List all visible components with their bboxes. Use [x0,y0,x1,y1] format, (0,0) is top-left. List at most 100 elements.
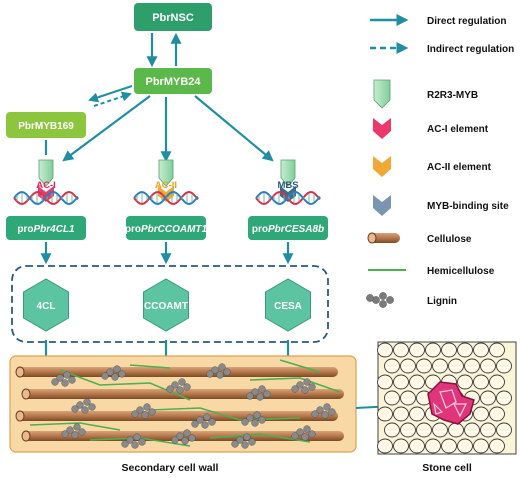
lignin-dot [61,379,69,387]
lignin-dot [206,370,214,378]
enzyme-cesa: CESA [264,278,312,332]
parenchyma-cell [441,438,457,454]
parenchyma-cell [409,406,425,422]
element-label: AC-I [36,180,56,191]
lignin-dot [201,421,209,429]
lignin-dot [258,416,266,424]
cellulose-icon [367,232,400,244]
parenchyma-cell [425,342,441,358]
myb-binding-site-icon [373,195,391,216]
parenchyma-cell [416,358,432,374]
lignin-dot [251,388,259,396]
lignin-dot [308,430,316,438]
lignin-dot [218,363,226,371]
lignin-dot [291,385,299,393]
lignin-dot [81,406,89,414]
r2r3-myb-icon [280,159,296,187]
lignin-dot [183,429,191,437]
lignin-dot [303,425,311,433]
lignin-dot [176,386,184,394]
lignin-dot [111,373,119,381]
parenchyma-cell [377,406,393,422]
hemicellulose-strand [279,359,321,373]
legend-label: R2R3-MYB [427,90,478,101]
legend-label: Direct regulation [427,16,506,27]
parenchyma-cell [384,422,400,438]
hemicellulose-strand [29,422,121,431]
lignin-dot [308,383,316,391]
lignin-dot [196,416,204,424]
parenchyma-cell [496,390,512,406]
lignin-dot [311,410,319,418]
legend-item-1: Direct regulation [370,14,506,27]
lignin-dot [71,431,79,439]
lignin-clusters [51,363,336,449]
r2r3-myb-icon [38,159,54,187]
secondary-cell-wall [9,355,357,453]
hemicellulose-strand [249,377,341,393]
lignin-dot [131,441,139,449]
element-label: MBS [277,180,298,191]
parenchyma-cell [400,422,416,438]
pbrnsc-label: PbrNSC [152,12,194,24]
parenchyma-cell [473,406,489,422]
legend-item-8: Hemicellulose [368,266,495,277]
promoter-label: proPbrCCOAMT1 [125,224,208,235]
stone-cell-label: Stone cell [422,462,472,474]
enzyme-label: 4CL [37,301,56,312]
parenchyma-cell [384,390,400,406]
lignin-icon [366,292,394,308]
r2r3-myb-icon [373,79,391,109]
lignin-dot [291,432,299,440]
legend-label: Indirect regulation [427,44,514,55]
parenchyma-cell [393,342,409,358]
pbrnsc-node: PbrNSC [134,3,212,31]
ac-i-element-icon [373,118,391,139]
lignin-dot [303,378,311,386]
legend-label: Cellulose [427,234,472,245]
lignin-dot [301,386,309,394]
enzyme-ccoamt: CCOAMT [142,278,190,332]
parenchyma-cell [480,422,496,438]
lignin-dot [178,378,186,386]
lignin-dot [263,390,271,398]
lignin-dot [56,374,64,382]
lignin-dot [73,423,81,431]
lignin-dot [296,428,304,436]
lignin-dot [176,432,184,440]
enzyme-hexagon [264,278,312,332]
legend-item-4: AC-I element [373,118,489,139]
enzyme-label: CESA [274,301,302,312]
hemicellulose-strand [129,364,171,369]
lignin-dot [171,381,179,389]
lignin-dot [88,403,96,411]
myb24-to-myb169-arrow [88,85,133,103]
lignin-dot [143,403,151,411]
lignin-dot [223,368,231,376]
fiber-end [21,388,31,400]
parenchyma-cell [457,438,473,454]
dna-strand [13,190,79,205]
lignin-dot [171,436,179,444]
parenchyma-cell [489,342,505,358]
parenchyma-cell [457,374,473,390]
parenchyma-cell [496,422,512,438]
parenchyma-cell [409,374,425,390]
lignin-dot [78,428,86,436]
lignin-dot [258,385,266,393]
parenchyma-cell [489,374,505,390]
lignin-dot [76,401,84,409]
parenchyma-cell [377,438,393,454]
parenchyma-cell [432,358,448,374]
parenchyma-cell [377,342,393,358]
cellulose-fiber [24,431,344,441]
lignin-dot [138,438,146,446]
lignin-dot [113,365,121,373]
lignin-dot [246,414,254,422]
parenchyma-cell [473,342,489,358]
lignin-dot [251,419,259,427]
lignin-dot [148,408,156,416]
